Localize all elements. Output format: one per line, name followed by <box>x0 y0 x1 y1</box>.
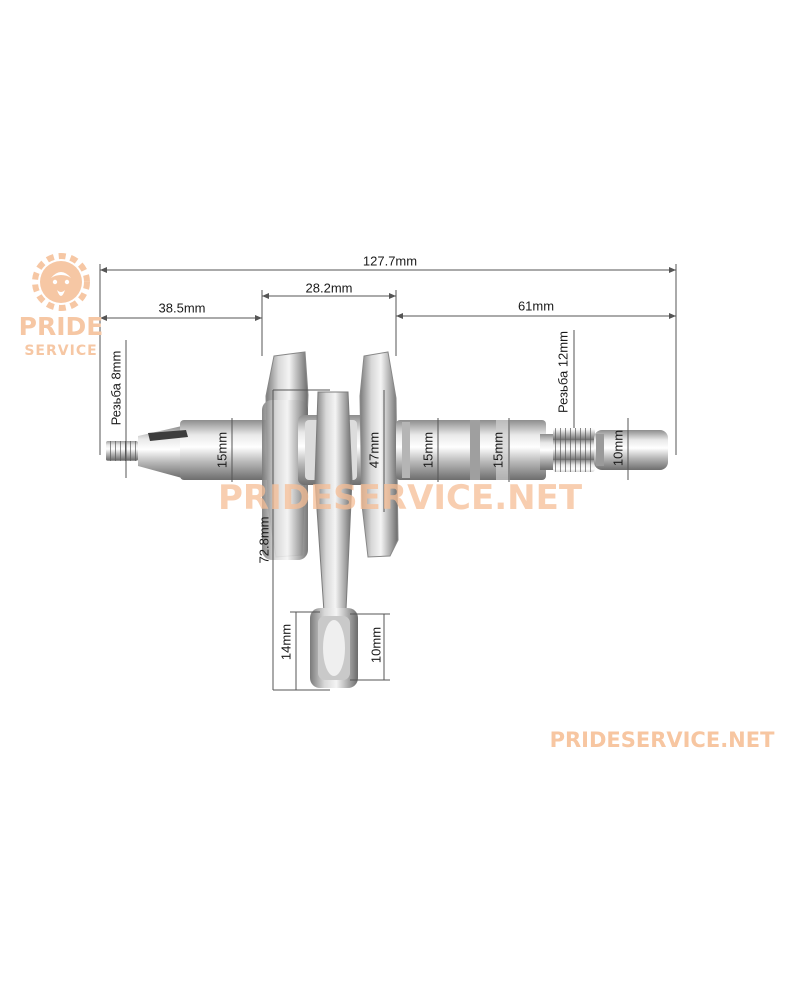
dim-left-journal: 15mm <box>214 431 230 469</box>
left-taper <box>138 426 182 478</box>
right-thread <box>553 428 595 472</box>
left-shaft <box>180 420 270 480</box>
keyway <box>148 430 188 441</box>
left-thread <box>106 441 138 461</box>
center-watermark: PRIDESERVICE.NET <box>217 478 583 518</box>
dim-crank-width: 28.2mm <box>305 280 353 296</box>
dim-right-thread: Резьба 12mm <box>555 331 571 413</box>
brand-logo: PRIDE SERVICE <box>18 248 104 363</box>
dim-left-thread: Резьба 8mm <box>108 350 124 426</box>
dim-rod-length: 72.8mm <box>256 516 272 564</box>
right-tip <box>594 430 668 470</box>
dim-total-length: 127.7mm <box>362 253 418 269</box>
dim-small-end-inner: 10mm <box>368 626 384 664</box>
dim-right-shaft: 61mm <box>517 298 555 314</box>
logo-wordmark-service: SERVICE <box>24 343 98 359</box>
dim-web-diameter: 47mm <box>366 431 382 469</box>
right-crank-web <box>359 351 399 558</box>
logo-wordmark-pride: PRIDE <box>18 312 104 341</box>
dim-small-end-outer: 14mm <box>278 623 294 661</box>
dim-right-journal-1: 15mm <box>420 431 436 469</box>
dim-left-shaft: 38.5mm <box>158 300 206 316</box>
dim-right-tip: 10mm <box>610 429 626 467</box>
lower-watermark: PRIDESERVICE.NET <box>549 728 775 752</box>
lion-gear-icon <box>32 253 90 311</box>
dim-right-journal-2: 15mm <box>490 431 506 469</box>
